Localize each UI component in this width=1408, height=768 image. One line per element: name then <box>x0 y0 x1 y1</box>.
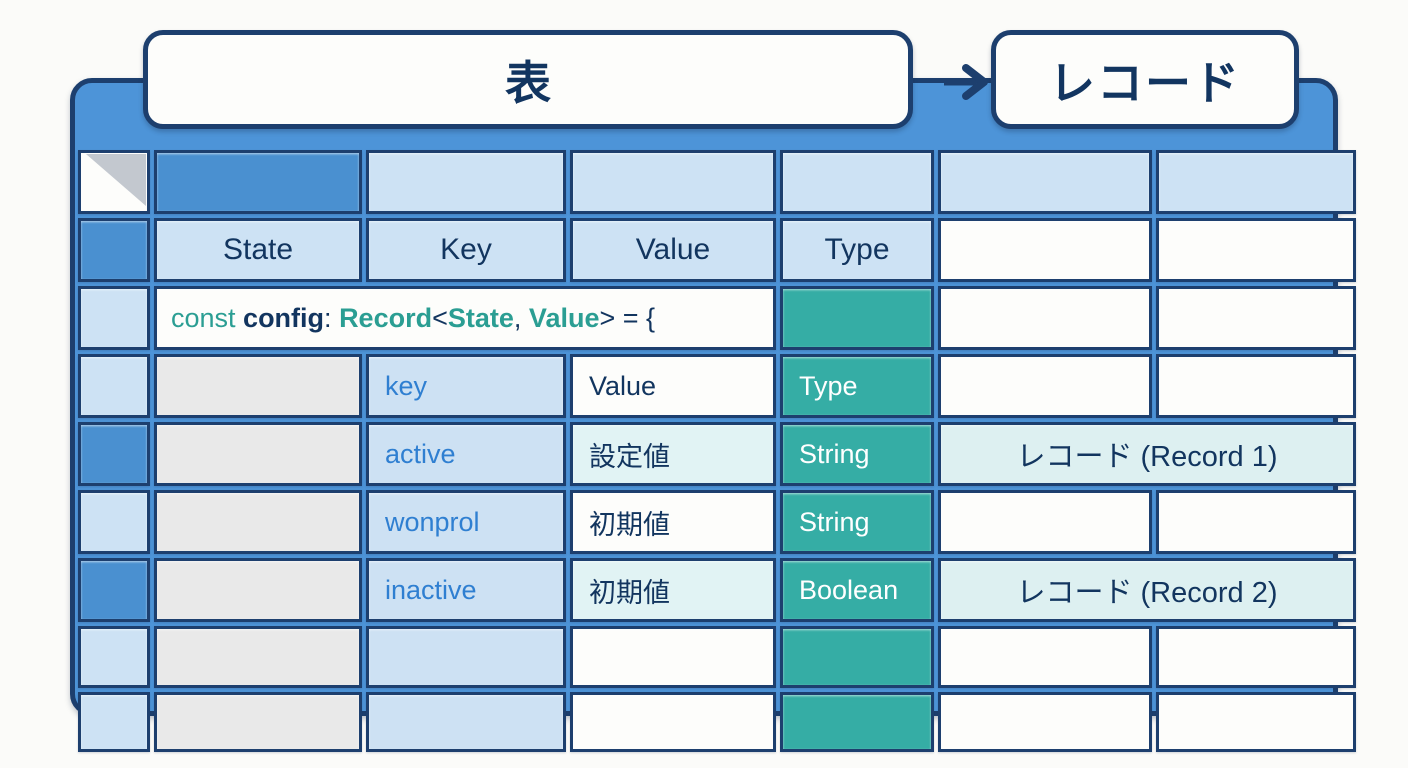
key-cell-row-6: wonprol <box>366 490 566 554</box>
code-token-punctuation: , <box>513 302 529 333</box>
record-title-label: レコード <box>1049 56 1241 109</box>
extra-2-row-3[interactable] <box>1156 286 1356 350</box>
extra-1-row-4[interactable] <box>938 354 1152 418</box>
state-cell-row-7[interactable] <box>154 558 362 622</box>
code-token-type: State <box>447 302 514 333</box>
value-cell-row-4: Value <box>570 354 776 418</box>
state-cell-row-9[interactable] <box>154 692 362 752</box>
corner-triangle-icon[interactable] <box>78 150 150 214</box>
row-header-6[interactable] <box>78 490 150 554</box>
header-key: Key <box>366 218 566 282</box>
header-extra-1[interactable] <box>938 218 1152 282</box>
extra-1-row-8[interactable] <box>938 626 1152 688</box>
row-header-8[interactable] <box>78 626 150 688</box>
state-cell-row-5[interactable] <box>154 422 362 486</box>
state-cell-row-4[interactable] <box>154 354 362 418</box>
value-cell-row-7: 初期値 <box>570 558 776 622</box>
state-cell-row-8[interactable] <box>154 626 362 688</box>
header-type: Type <box>780 218 934 282</box>
record-title-pill: レコード <box>991 30 1299 129</box>
row-header-2[interactable] <box>78 218 150 282</box>
key-cell-row-7: inactive <box>366 558 566 622</box>
type-cell-row-9[interactable] <box>780 692 934 752</box>
extra-2-row-6[interactable] <box>1156 490 1356 554</box>
header-extra-2[interactable] <box>1156 218 1356 282</box>
code-line-cell: const config: Record<State, Value> = { <box>154 286 776 350</box>
row-header-3[interactable] <box>78 286 150 350</box>
column-band-extra-1[interactable] <box>938 150 1152 214</box>
code-line-text: const config: Record<State, Value> = { <box>171 303 655 334</box>
record-cell-1: レコード (Record 1) <box>938 422 1356 486</box>
type-cell-row-7: Boolean <box>780 558 934 622</box>
column-band-value[interactable] <box>570 150 776 214</box>
extra-1-row-3[interactable] <box>938 286 1152 350</box>
header-state: State <box>154 218 362 282</box>
type-cell-row-4: Type <box>780 354 934 418</box>
code-token-keyword: const <box>171 302 244 333</box>
row-header-7[interactable] <box>78 558 150 622</box>
key-cell-row-4: key <box>366 354 566 418</box>
value-cell-row-6: 初期値 <box>570 490 776 554</box>
extra-1-row-9[interactable] <box>938 692 1152 752</box>
row-header-4[interactable] <box>78 354 150 418</box>
row-header-5[interactable] <box>78 422 150 486</box>
code-token-punctuation: > = { <box>599 302 656 333</box>
state-cell-row-6[interactable] <box>154 490 362 554</box>
table-title-pill: 表 <box>143 30 913 129</box>
type-cell-row-8[interactable] <box>780 626 934 688</box>
extra-2-row-4[interactable] <box>1156 354 1356 418</box>
column-band-extra-2[interactable] <box>1156 150 1356 214</box>
code-token-punctuation: : <box>324 302 340 333</box>
table-title-label: 表 <box>505 56 551 109</box>
row-header-9[interactable] <box>78 692 150 752</box>
value-cell-row-9[interactable] <box>570 692 776 752</box>
column-band-type[interactable] <box>780 150 934 214</box>
type-band-3 <box>780 286 934 350</box>
type-cell-row-6: String <box>780 490 934 554</box>
key-cell-row-8[interactable] <box>366 626 566 688</box>
arrow-right-icon <box>944 64 988 100</box>
type-cell-row-5: String <box>780 422 934 486</box>
code-token-punctuation: < <box>432 302 448 333</box>
code-token-identifier: config <box>243 302 325 333</box>
extra-2-row-9[interactable] <box>1156 692 1356 752</box>
record-cell-2: レコード (Record 2) <box>938 558 1356 622</box>
code-token-type: Value <box>528 302 600 333</box>
value-cell-row-8[interactable] <box>570 626 776 688</box>
key-cell-row-5: active <box>366 422 566 486</box>
column-band-state[interactable] <box>154 150 362 214</box>
column-band-key[interactable] <box>366 150 566 214</box>
header-value: Value <box>570 218 776 282</box>
key-cell-row-9[interactable] <box>366 692 566 752</box>
spreadsheet-grid: State Key Value Type const config: Recor… <box>78 150 1356 752</box>
value-cell-row-5: 設定値 <box>570 422 776 486</box>
extra-2-row-8[interactable] <box>1156 626 1356 688</box>
extra-1-row-6[interactable] <box>938 490 1152 554</box>
code-token-type: Record <box>339 302 433 333</box>
